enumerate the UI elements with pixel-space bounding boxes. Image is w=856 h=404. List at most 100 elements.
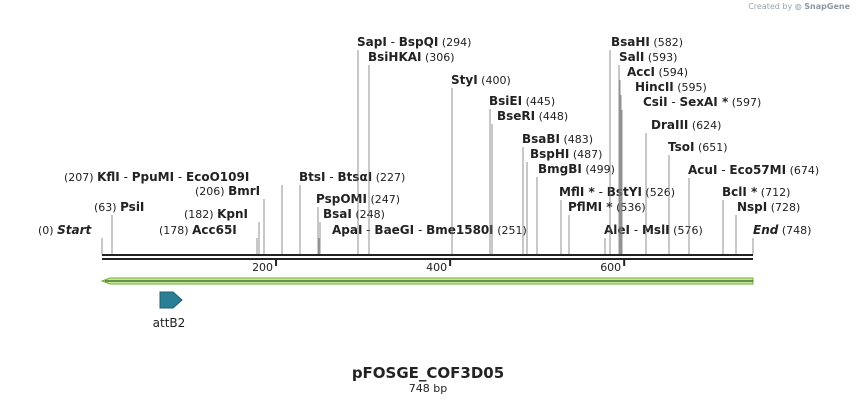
enzyme-label[interactable]: (206) BmrI [195, 184, 260, 198]
plasmid-length: 748 bp [408, 382, 448, 395]
enzyme-label[interactable]: PspOMI (247) [316, 192, 400, 206]
enzyme-label[interactable]: DraIII (624) [651, 118, 721, 132]
site-position: (63) [94, 201, 117, 214]
plasmid-name: pFOSGE_COF3D05 [351, 364, 505, 382]
enzyme-label[interactable]: End (748) [753, 223, 811, 237]
enzyme-name: CsiI [643, 95, 668, 109]
feature-label-attb2[interactable]: attB2 [153, 316, 186, 330]
enzyme-label[interactable]: StyI (400) [451, 73, 511, 87]
enzyme-label[interactable]: ApaI - BaeGI - Bme1580I (251) [332, 223, 527, 237]
enzyme-label[interactable]: SapI - BspQI (294) [357, 35, 471, 49]
enzyme-label[interactable]: BmgBI (499) [538, 162, 615, 176]
enzyme-name: BseRI [497, 109, 535, 123]
enzyme-separator: - [668, 95, 680, 109]
enzyme-separator: - [174, 170, 186, 184]
site-position: (674) [790, 164, 820, 177]
enzyme-label[interactable]: PflMI * (536) [568, 200, 646, 214]
enzyme-label[interactable]: BsiHKAI (306) [368, 50, 455, 64]
enzyme-label[interactable]: (182) KpnI [184, 207, 248, 221]
enzyme-separator: - [387, 35, 399, 49]
enzyme-name: SapI [357, 35, 387, 49]
enzyme-label[interactable]: (0) Start [38, 223, 92, 237]
site-position: (576) [673, 224, 703, 237]
site-position: (728) [771, 201, 801, 214]
enzyme-name: KflI [97, 170, 120, 184]
site-position: (251) [497, 224, 527, 237]
site-position: (206) [195, 185, 225, 198]
site-position: (595) [677, 81, 707, 94]
enzyme-separator: - [595, 185, 607, 199]
enzyme-label[interactable]: BtsI - BtsαI (227) [299, 170, 405, 184]
enzyme-label[interactable]: BsiEI (445) [489, 94, 555, 108]
site-position: (247) [370, 193, 400, 206]
enzyme-label[interactable]: BseRI (448) [497, 109, 568, 123]
enzyme-name: Bme1580I [426, 223, 494, 237]
enzyme-name: MslI [642, 223, 670, 237]
enzyme-label[interactable]: BclI * (712) [722, 185, 790, 199]
enzyme-label[interactable]: HincII (595) [635, 80, 707, 94]
feature-arrow-icon[interactable] [159, 291, 183, 309]
enzyme-name: BsiEI [489, 94, 522, 108]
enzyme-name: PpuMI [132, 170, 174, 184]
enzyme-separator: - [717, 163, 729, 177]
enzyme-name: HincII [635, 80, 674, 94]
enzyme-name: BaeGI [374, 223, 414, 237]
site-position: (748) [782, 224, 812, 237]
enzyme-name: SexAI * [680, 95, 729, 109]
enzyme-label[interactable]: BsaHI (582) [611, 35, 683, 49]
site-position: (227) [376, 171, 406, 184]
enzyme-label[interactable]: (178) Acc65I [159, 223, 237, 237]
enzyme-name: BsaHI [611, 35, 650, 49]
enzyme-name: BsaBI [522, 132, 560, 146]
enzyme-name: TsoI [668, 140, 694, 154]
enzyme-separator: - [326, 170, 338, 184]
enzyme-label[interactable]: AcuI - Eco57MI (674) [688, 163, 819, 177]
site-position: (712) [761, 186, 791, 199]
site-position: (445) [526, 95, 556, 108]
site-position: (448) [539, 110, 569, 123]
enzyme-name: BmgBI [538, 162, 582, 176]
enzyme-label[interactable]: BsaBI (483) [522, 132, 593, 146]
site-position: (400) [481, 74, 511, 87]
credit-prefix: Created by [748, 2, 793, 11]
site-position: (526) [645, 186, 675, 199]
enzyme-label[interactable]: BsaI (248) [323, 207, 385, 221]
enzyme-name: Start [57, 223, 92, 237]
site-position: (651) [698, 141, 728, 154]
enzyme-name: PflMI * [568, 200, 613, 214]
site-position: (536) [616, 201, 646, 214]
axis-tick-label: 600 [600, 261, 621, 274]
site-position: (294) [442, 36, 472, 49]
site-position: (624) [692, 119, 722, 132]
enzyme-label[interactable]: AleI - MslI (576) [604, 223, 703, 237]
enzyme-name: NspI [737, 200, 767, 214]
enzyme-label[interactable]: (63) PsiI [94, 200, 144, 214]
site-position: (487) [573, 148, 603, 161]
enzyme-separator: - [630, 223, 642, 237]
enzyme-label[interactable]: TsoI (651) [668, 140, 728, 154]
enzyme-name: DraIII [651, 118, 688, 132]
enzyme-label[interactable]: MflI * - BstYI (526) [559, 185, 675, 199]
enzyme-label[interactable]: NspI (728) [737, 200, 800, 214]
enzyme-name: PsiI [120, 200, 144, 214]
enzyme-name: MflI * [559, 185, 595, 199]
site-position: (306) [425, 51, 455, 64]
enzyme-name: BsiHKAI [368, 50, 422, 64]
enzyme-name: EcoO109I [186, 170, 249, 184]
enzyme-name: StyI [451, 73, 478, 87]
site-position: (207) [64, 171, 94, 184]
enzyme-label[interactable]: SalI (593) [619, 50, 677, 64]
axis-tick-label: 400 [426, 261, 447, 274]
enzyme-name: BstYI [607, 185, 642, 199]
enzyme-label[interactable]: CsiI - SexAI * (597) [643, 95, 761, 109]
enzyme-name: AcuI [688, 163, 717, 177]
site-position: (248) [355, 208, 385, 221]
snapgene-logo-icon: ◍ [794, 2, 802, 11]
enzyme-label[interactable]: AccI (594) [627, 65, 688, 79]
enzyme-separator: - [120, 170, 132, 184]
enzyme-label[interactable]: (207) KflI - PpuMI - EcoO109I [64, 170, 249, 184]
site-position: (182) [184, 208, 214, 221]
enzyme-label[interactable]: BspHI (487) [530, 147, 602, 161]
enzyme-name: BspHI [530, 147, 569, 161]
